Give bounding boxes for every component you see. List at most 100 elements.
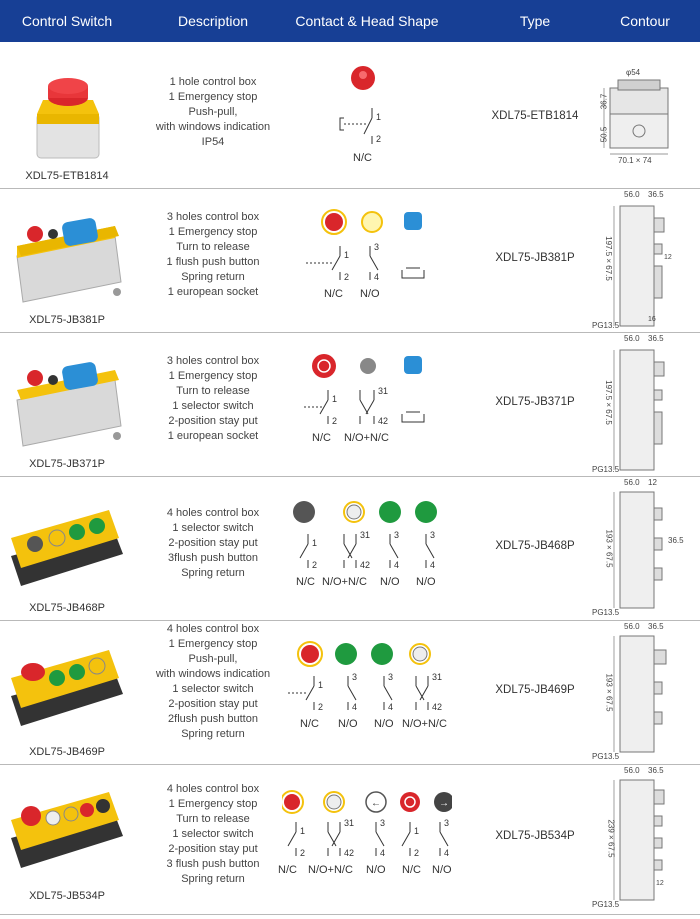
arrow-button-icon bbox=[434, 792, 452, 812]
svg-text:4: 4 bbox=[388, 702, 393, 712]
svg-text:42: 42 bbox=[378, 416, 388, 426]
svg-text:3: 3 bbox=[394, 530, 399, 540]
product-type: XDL75-ETB1814 bbox=[491, 110, 579, 122]
product-type: XDL75-JB468P bbox=[495, 540, 575, 552]
lamp-head-icon bbox=[361, 211, 383, 233]
product-model: XDL75-JB534P bbox=[29, 890, 105, 902]
svg-text:2: 2 bbox=[414, 848, 419, 858]
svg-text:1: 1 bbox=[376, 112, 381, 122]
table-row: XDL75-JB469P 4 holes control box 1 Emerg… bbox=[0, 620, 700, 765]
svg-text:2: 2 bbox=[332, 416, 337, 426]
table-row: XDL75-JB371P 3 holes control box 1 Emerg… bbox=[0, 332, 700, 477]
product-photo-jb469p bbox=[11, 650, 123, 726]
svg-text:2: 2 bbox=[312, 560, 317, 570]
svg-text:4: 4 bbox=[374, 272, 379, 282]
svg-text:31: 31 bbox=[360, 530, 370, 540]
svg-text:31: 31 bbox=[432, 672, 442, 682]
product-type: XDL75-JB381P bbox=[495, 252, 575, 264]
header-contour: Contour bbox=[620, 13, 670, 29]
svg-text:4: 4 bbox=[394, 560, 399, 570]
description: 3 holes control box 1 Emergency stop Tur… bbox=[166, 211, 260, 298]
table-row: XDL75-JB381P 3 holes control box 1 Emerg… bbox=[0, 188, 700, 333]
product-type: XDL75-JB469P bbox=[495, 684, 575, 696]
lamp-head-icon bbox=[293, 501, 315, 523]
description: 4 holes control box 1 selector switch 2-… bbox=[166, 507, 260, 579]
contact-symbol-icon bbox=[306, 246, 425, 280]
svg-text:42: 42 bbox=[344, 848, 354, 858]
product-type: XDL75-JB371P bbox=[495, 396, 575, 408]
svg-text:42: 42 bbox=[432, 702, 442, 712]
description: 3 holes control box 1 Emergency stop Tur… bbox=[166, 355, 260, 442]
contour-drawing bbox=[613, 491, 663, 609]
table-row: XDL75-ETB1814 1 hole control box 1 Emerg… bbox=[0, 42, 700, 189]
svg-text:←: ← bbox=[371, 798, 381, 809]
product-type: XDL75-JB534P bbox=[495, 830, 575, 842]
product-model: XDL75-JB381P bbox=[29, 314, 105, 326]
header-description: Description bbox=[177, 13, 249, 29]
svg-text:2: 2 bbox=[300, 848, 305, 858]
contour-drawing bbox=[613, 205, 665, 327]
product-model: XDL75-ETB1814 bbox=[25, 170, 109, 182]
svg-text:4: 4 bbox=[430, 560, 435, 570]
svg-text:3: 3 bbox=[352, 672, 357, 682]
product-photo-jb371p bbox=[16, 362, 122, 447]
selector-head-icon bbox=[360, 358, 376, 374]
svg-text:1: 1 bbox=[312, 538, 317, 548]
product-model: XDL75-JB371P bbox=[29, 458, 105, 470]
description: 4 holes control box 1 Emergency stop Pus… bbox=[155, 623, 271, 740]
svg-text:1: 1 bbox=[344, 250, 349, 260]
contour-drawing bbox=[613, 779, 665, 901]
selector-head-icon bbox=[326, 794, 342, 810]
svg-text:1: 1 bbox=[300, 826, 305, 836]
lamp-head-icon bbox=[371, 643, 393, 665]
contact-diagram: 1 2 bbox=[339, 66, 381, 144]
description: 1 hole control box 1 Emergency stop Push… bbox=[155, 76, 271, 148]
header-control-switch: Control Switch bbox=[21, 13, 113, 29]
svg-text:3: 3 bbox=[374, 242, 379, 252]
table-row: XDL75-JB468P 4 holes control box 1 selec… bbox=[0, 476, 700, 621]
socket-icon bbox=[404, 356, 422, 374]
svg-text:2: 2 bbox=[376, 134, 381, 144]
contour-drawing bbox=[603, 79, 669, 155]
contact-symbol-icon bbox=[287, 822, 449, 856]
svg-text:31: 31 bbox=[344, 818, 354, 828]
estop-head-icon bbox=[325, 213, 343, 231]
description: 4 holes control box 1 Emergency stop Tur… bbox=[166, 783, 260, 885]
product-photo-jb381p bbox=[16, 218, 122, 303]
contact-diagram: 1 2 31 42 bbox=[304, 354, 425, 426]
header-type: Type bbox=[519, 13, 551, 29]
contour-drawing bbox=[613, 349, 665, 471]
svg-text:4: 4 bbox=[352, 702, 357, 712]
header-contact-head-shape: Contact & Head Shape bbox=[295, 13, 439, 29]
svg-text:3: 3 bbox=[444, 818, 449, 828]
svg-text:2: 2 bbox=[344, 272, 349, 282]
arrow-button-icon bbox=[365, 791, 387, 813]
svg-text:→: → bbox=[439, 798, 449, 809]
estop-head-icon bbox=[301, 645, 319, 663]
lamp-head-icon bbox=[379, 501, 401, 523]
estop-head-icon bbox=[312, 354, 336, 378]
svg-text:1: 1 bbox=[318, 680, 323, 690]
product-photo-etb1814 bbox=[36, 78, 100, 159]
lamp-head-icon bbox=[400, 792, 420, 812]
contact-symbol-icon bbox=[288, 676, 429, 710]
svg-text:1: 1 bbox=[332, 394, 337, 404]
product-photo-jb468p bbox=[11, 510, 123, 586]
product-photo-jb534p bbox=[11, 792, 123, 868]
svg-text:42: 42 bbox=[360, 560, 370, 570]
selector-head-icon bbox=[346, 504, 362, 520]
contact-diagram: 1 2 31 42 3 4 3 4 bbox=[293, 501, 437, 570]
svg-text:2: 2 bbox=[318, 702, 323, 712]
svg-text:4: 4 bbox=[380, 848, 385, 858]
svg-text:3: 3 bbox=[388, 672, 393, 682]
contact-symbol-icon bbox=[299, 534, 435, 568]
svg-text:31: 31 bbox=[378, 386, 388, 396]
svg-text:3: 3 bbox=[430, 530, 435, 540]
table-row: XDL75-JB534P 4 holes control box 1 Emerg… bbox=[0, 764, 700, 915]
estop-head-icon bbox=[284, 794, 300, 810]
svg-text:4: 4 bbox=[444, 848, 449, 858]
contact-diagram: 1 2 3 4 3 4 31 42 bbox=[288, 641, 442, 712]
lamp-head-icon bbox=[335, 643, 357, 665]
selector-head-icon bbox=[412, 646, 428, 662]
